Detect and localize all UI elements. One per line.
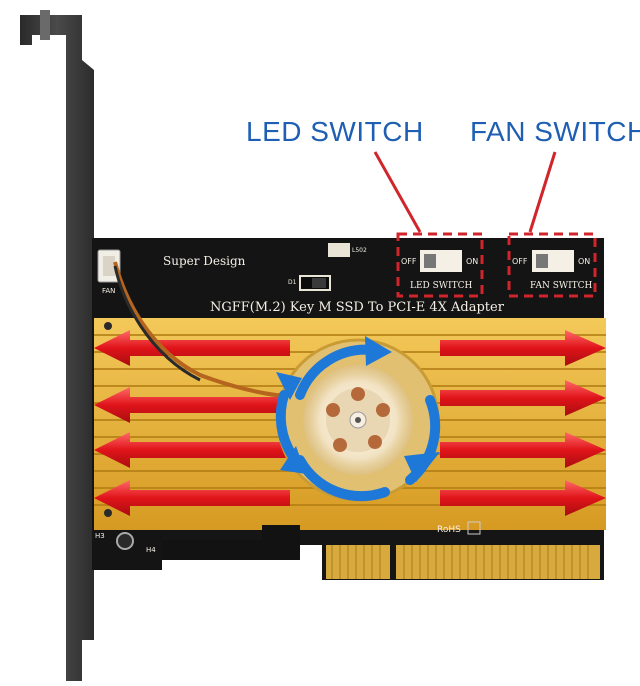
fan-switch: OFF ON FAN SWITCH bbox=[507, 232, 597, 298]
h4-label: H4 bbox=[146, 546, 156, 554]
pcie-gold-fingers bbox=[322, 540, 604, 580]
fan-connector: FAN bbox=[97, 249, 121, 295]
led-component: D1 bbox=[288, 275, 331, 291]
led-switch-silkscreen: LED SWITCH bbox=[410, 281, 472, 291]
cooling-fan bbox=[276, 338, 440, 502]
fan-connector-label: FAN bbox=[102, 287, 115, 295]
diode-label: D1 bbox=[288, 279, 297, 286]
resistor-component: L502 bbox=[328, 243, 367, 257]
fan-switch-silkscreen: FAN SWITCH bbox=[530, 281, 593, 291]
fan-pointer-line bbox=[528, 151, 557, 233]
led-on-label: ON bbox=[466, 257, 478, 266]
led-off-label: OFF bbox=[401, 257, 417, 266]
lower-board: H3 H4 RoHS bbox=[95, 521, 481, 555]
h3-label: H3 bbox=[95, 532, 105, 540]
led-switch-callout: LED SWITCH bbox=[246, 116, 424, 147]
fan-off-label: OFF bbox=[512, 257, 528, 266]
heat-arrows-left bbox=[94, 330, 290, 516]
heat-arrows-right bbox=[440, 330, 606, 516]
rohs-label: RoHS bbox=[437, 525, 461, 535]
pci-bracket bbox=[20, 10, 94, 681]
fan-wire-black bbox=[113, 265, 201, 382]
led-pointer-line bbox=[373, 151, 422, 233]
brand-label: Super Design bbox=[163, 254, 246, 268]
led-switch: OFF ON LED SWITCH bbox=[396, 232, 484, 298]
fan-on-label: ON bbox=[578, 257, 590, 266]
fan-switch-callout: FAN SWITCH bbox=[470, 116, 640, 147]
product-label: NGFF(M.2) Key M SSD To PCI-E 4X Adapter bbox=[210, 300, 505, 315]
fan-wire bbox=[113, 261, 301, 399]
resistor-label: L502 bbox=[352, 247, 367, 254]
rotation-arrowheads bbox=[276, 336, 440, 482]
